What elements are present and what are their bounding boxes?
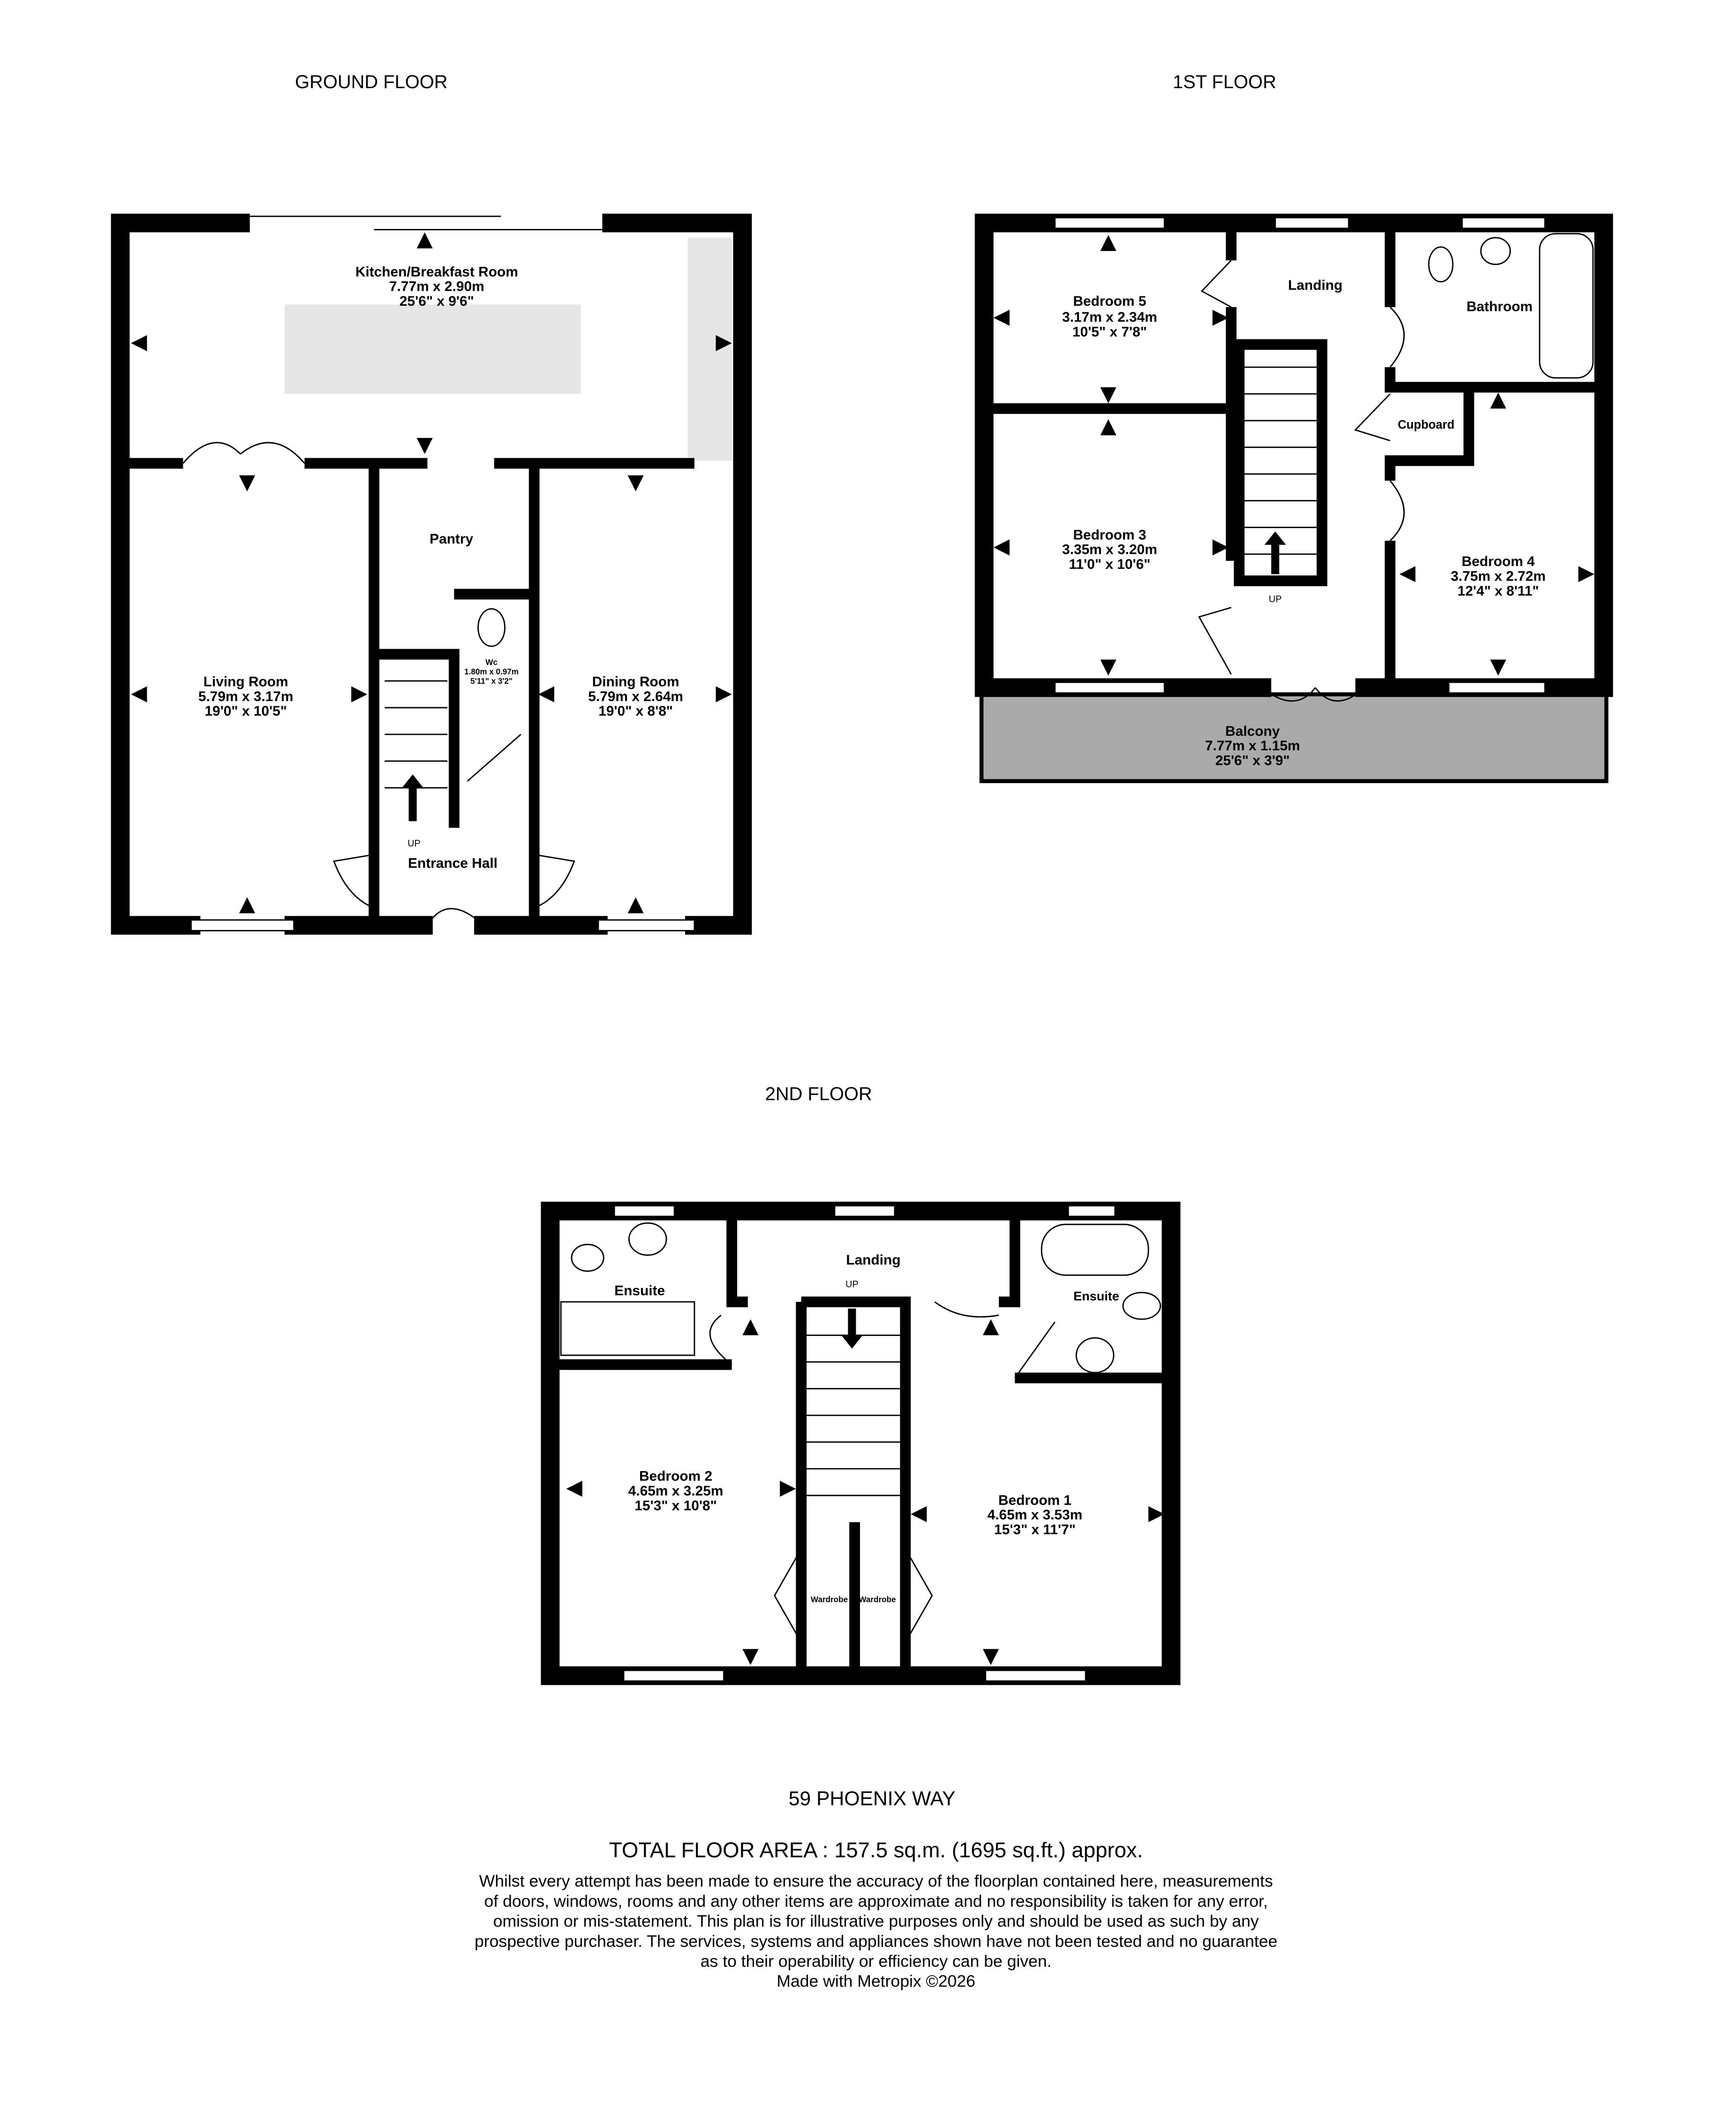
wc-imperial: 5'11" x 3'2" — [470, 677, 513, 686]
disclaimer-line: prospective purchaser. The services, sys… — [475, 1932, 1277, 1950]
stairs-up-label: UP — [408, 838, 421, 849]
living-name: Living Room — [204, 674, 288, 689]
disclaimer-line: Whilst every attempt has been made to en… — [479, 1872, 1273, 1890]
kitchen-imperial: 25'6" x 9'6" — [400, 294, 474, 309]
address: 59 PHOENIX WAY — [789, 1788, 956, 1810]
stairs-up-label-1: UP — [1269, 594, 1282, 604]
disclaimer-line: as to their operability or efficiency ca… — [701, 1952, 1052, 1971]
bed3-name: Bedroom 3 — [1073, 527, 1146, 543]
disclaimer-line: of doors, windows, rooms and any other i… — [484, 1892, 1268, 1911]
bed1-imperial: 15'3" x 11'7" — [994, 1522, 1076, 1538]
bed1-metric: 4.65m x 3.53m — [988, 1507, 1083, 1523]
balcony-imperial: 25'6" x 3'9" — [1215, 753, 1290, 768]
balcony-name: Balcony — [1225, 724, 1280, 739]
kitchen-metric: 7.77m x 2.90m — [389, 279, 484, 295]
stairs-up-label-2: UP — [845, 1279, 859, 1290]
bed1-name: Bedroom 1 — [998, 1493, 1072, 1508]
pantry-name: Pantry — [430, 531, 473, 547]
first-floor: 1ST FLOOR Bedroom 5 3.17m x 2.34m 10'5" … — [974, 72, 1613, 783]
bed3-imperial: 11'0" x 10'6" — [1069, 557, 1150, 572]
wc-metric: 1.80m x 0.97m — [464, 667, 519, 676]
credit: Made with Metropix ©2026 — [777, 1972, 975, 1991]
living-metric: 5.79m x 3.17m — [198, 689, 294, 704]
dining-imperial: 19'0" x 8'8" — [598, 703, 673, 719]
bathroom-name: Bathroom — [1466, 299, 1532, 314]
wc-name: Wc — [485, 658, 498, 667]
bed2-name: Bedroom 2 — [639, 1469, 712, 1484]
bed5-metric: 3.17m x 2.34m — [1062, 310, 1157, 325]
footer: 59 PHOENIX WAY TOTAL FLOOR AREA : 157.5 … — [475, 1788, 1277, 1991]
wardrobe-left-label: Wardrobe — [811, 1595, 848, 1604]
dining-name: Dining Room — [592, 674, 679, 689]
bed2-metric: 4.65m x 3.25m — [628, 1483, 724, 1499]
ensuite-left-name: Ensuite — [614, 1283, 665, 1299]
kitchen-worktop — [687, 237, 732, 461]
wardrobe-right-label: Wardrobe — [859, 1595, 896, 1604]
bed4-metric: 3.75m x 2.72m — [1451, 569, 1546, 584]
floor-title-second: 2ND FLOOR — [765, 1084, 872, 1104]
ground-floor: GROUND FLOOR Kitchen/Breakfast Room 7.77… — [111, 72, 752, 935]
disclaimer-line: omission or mis-statement. This plan is … — [493, 1912, 1259, 1931]
balcony-metric: 7.77m x 1.15m — [1205, 738, 1300, 754]
ensuite-right-name: Ensuite — [1073, 1289, 1119, 1303]
landing1-name: Landing — [1288, 278, 1343, 293]
floor-title-first: 1ST FLOOR — [1173, 72, 1276, 92]
floor-title-ground: GROUND FLOOR — [295, 72, 448, 92]
balcony — [979, 692, 1608, 783]
kitchen-name: Kitchen/Breakfast Room — [355, 264, 518, 279]
kitchen-island — [284, 304, 581, 394]
bed5-imperial: 10'5" x 7'8" — [1072, 325, 1147, 340]
cupboard-name: Cupboard — [1398, 418, 1455, 431]
dining-metric: 5.79m x 2.64m — [588, 689, 683, 704]
second-floor: 2ND FLOOR Ensuite Ensuite Landing UP Bed… — [541, 1084, 1181, 1685]
hall-name: Entrance Hall — [408, 856, 498, 871]
landing2-name: Landing — [846, 1252, 900, 1268]
bed3-metric: 3.35m x 3.20m — [1062, 542, 1157, 558]
bed2-imperial: 15'3" x 10'8" — [634, 1498, 717, 1513]
bed4-imperial: 12'4" x 8'11" — [1457, 583, 1539, 599]
total-floor-area: TOTAL FLOOR AREA : 157.5 sq.m. (1695 sq.… — [609, 1838, 1143, 1862]
bed5-name: Bedroom 5 — [1073, 294, 1146, 309]
living-imperial: 19'0" x 10'5" — [204, 703, 287, 719]
bed4-name: Bedroom 4 — [1462, 554, 1535, 569]
